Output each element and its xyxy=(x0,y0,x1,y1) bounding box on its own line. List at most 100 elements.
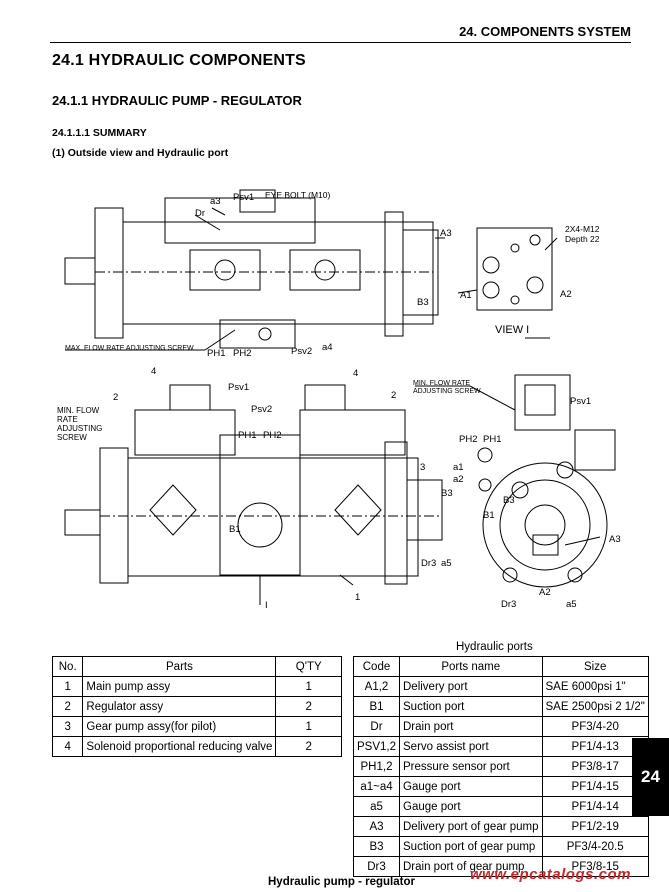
cell-size: PF1/4-15 xyxy=(541,776,649,797)
label-b1-front: B1 xyxy=(229,524,241,535)
label-ph2-front: PH2 xyxy=(263,430,281,441)
label-psv1-front: Psv1 xyxy=(228,382,249,393)
label-2-left: 2 xyxy=(113,392,118,403)
cell-no: 2 xyxy=(51,696,84,717)
col-qty: Q'TY xyxy=(275,656,342,677)
cell-size: SAE 2500psi 2 1/2" xyxy=(541,696,649,717)
label-psv1-side: Psv1 xyxy=(570,396,591,407)
cell-code: PSV1,2 xyxy=(353,736,400,757)
cell-code: A3 xyxy=(353,816,400,837)
label-arrow-i: I xyxy=(265,600,268,611)
header-rule xyxy=(50,42,631,43)
label-a2-lower: A2 xyxy=(539,587,551,598)
label-min-flow-side-1: MIN. FLOW RATE xyxy=(413,380,470,387)
heading-outside-view: (1) Outside view and Hydraulic port xyxy=(52,147,229,159)
label-1: 1 xyxy=(355,592,360,603)
cell-port-name: Suction port xyxy=(399,696,543,717)
label-a3-right: A3 xyxy=(440,228,452,239)
label-ph1: PH1 xyxy=(207,348,225,359)
cell-code: A1,2 xyxy=(353,676,400,697)
label-a1-side: a1 xyxy=(453,462,464,473)
cell-qty: 2 xyxy=(275,696,342,717)
cell-size: PF1/2-19 xyxy=(541,816,649,837)
cell-qty: 2 xyxy=(275,736,342,757)
label-psv1: Psv1 xyxy=(233,192,254,203)
cell-no: 1 xyxy=(51,676,84,697)
label-dr3-front: Dr3 xyxy=(421,558,436,569)
col-code: Code xyxy=(353,656,400,677)
cell-port-name: Drain port xyxy=(399,716,543,737)
table-row: 2 Regulator assy 2 xyxy=(51,696,342,717)
pump-technical-drawing: a3 Psv1 EYE BOLT (M10) Dr A3 2X4-M12 Dep… xyxy=(57,189,621,611)
label-a5-side: a5 xyxy=(566,599,577,610)
cell-port-name: Drain port of gear pump xyxy=(399,856,543,877)
cell-part: Main pump assy xyxy=(82,676,277,697)
label-ph1-front: PH1 xyxy=(238,430,256,441)
cell-size: PF3/4-20 xyxy=(541,716,649,737)
parts-table: No. Parts Q'TY 1 Main pump assy 1 2 Regu… xyxy=(51,656,342,757)
chapter-tab: 24 xyxy=(632,738,669,816)
label-dr3-side: Dr3 xyxy=(501,599,516,610)
label-dr: Dr xyxy=(195,208,205,219)
cell-no: 3 xyxy=(51,716,84,737)
label-b3: B3 xyxy=(417,297,429,308)
cell-qty: 1 xyxy=(275,716,342,737)
label-min-flow-4: SCREW xyxy=(57,433,87,442)
col-size: Size xyxy=(541,656,649,677)
cell-size: SAE 6000psi 1" xyxy=(541,676,649,697)
table-row: 1 Main pump assy 1 xyxy=(51,676,342,697)
cell-size: PF1/4-13 xyxy=(541,736,649,757)
col-parts: Parts xyxy=(82,656,277,677)
label-min-flow-2: RATE xyxy=(57,415,78,424)
cell-code: a1~a4 xyxy=(353,776,400,797)
cell-part: Gear pump assy(for pilot) xyxy=(82,716,277,737)
label-ph2: PH2 xyxy=(233,348,251,359)
figure-caption: Hydraulic pump - regulator xyxy=(268,876,415,888)
label-min-flow-1: MIN. FLOW xyxy=(57,406,100,415)
cell-size: PF3/4-20.5 xyxy=(541,836,649,857)
cell-code: Dr3 xyxy=(353,856,400,877)
label-eye-bolt: EYE BOLT (M10) xyxy=(265,190,331,200)
cell-code: a5 xyxy=(353,796,400,817)
label-view: VIEW I xyxy=(495,324,529,336)
cell-port-name: Pressure sensor port xyxy=(399,756,543,777)
cell-code: Dr xyxy=(353,716,400,737)
label-a5-front: a5 xyxy=(441,558,452,569)
cell-qty: 1 xyxy=(275,676,342,697)
label-ph2-side: PH2 xyxy=(459,434,477,445)
col-no: No. xyxy=(51,656,84,677)
watermark: www.epcatalogs.com xyxy=(470,866,631,883)
table-row: 4 Solenoid proportional reducing valve 2 xyxy=(51,736,342,757)
cell-part: Solenoid proportional reducing valve xyxy=(82,736,277,757)
cell-port-name: Servo assist port xyxy=(399,736,543,757)
cell-port-name: Delivery port xyxy=(399,676,543,697)
cell-size: PF3/8-15 xyxy=(541,856,649,877)
cell-part: Regulator assy xyxy=(82,696,277,717)
label-a3-side: A3 xyxy=(609,534,621,545)
label-ph1-side: PH1 xyxy=(483,434,501,445)
col-ports-name: Ports name xyxy=(399,656,543,677)
label-psv2-front: Psv2 xyxy=(251,404,272,415)
section-header: 24. COMPONENTS SYSTEM xyxy=(459,24,631,39)
label-b3-front: B3 xyxy=(441,488,453,499)
cell-port-name: Gauge port xyxy=(399,776,543,797)
cell-port-name: Gauge port xyxy=(399,796,543,817)
cell-size: PF1/4-14 xyxy=(541,796,649,817)
heading-hydraulic-components: 24.1 HYDRAULIC COMPONENTS xyxy=(52,52,306,69)
label-4-left: 4 xyxy=(151,366,156,377)
label-3: 3 xyxy=(420,462,425,473)
ports-table-caption: Hydraulic ports xyxy=(456,641,533,653)
label-bolt: 2X4-M12 xyxy=(565,224,600,234)
label-b3-side: B3 xyxy=(503,495,515,506)
label-a2: A2 xyxy=(560,289,572,300)
heading-summary: 24.1.1.1 SUMMARY xyxy=(52,127,147,139)
